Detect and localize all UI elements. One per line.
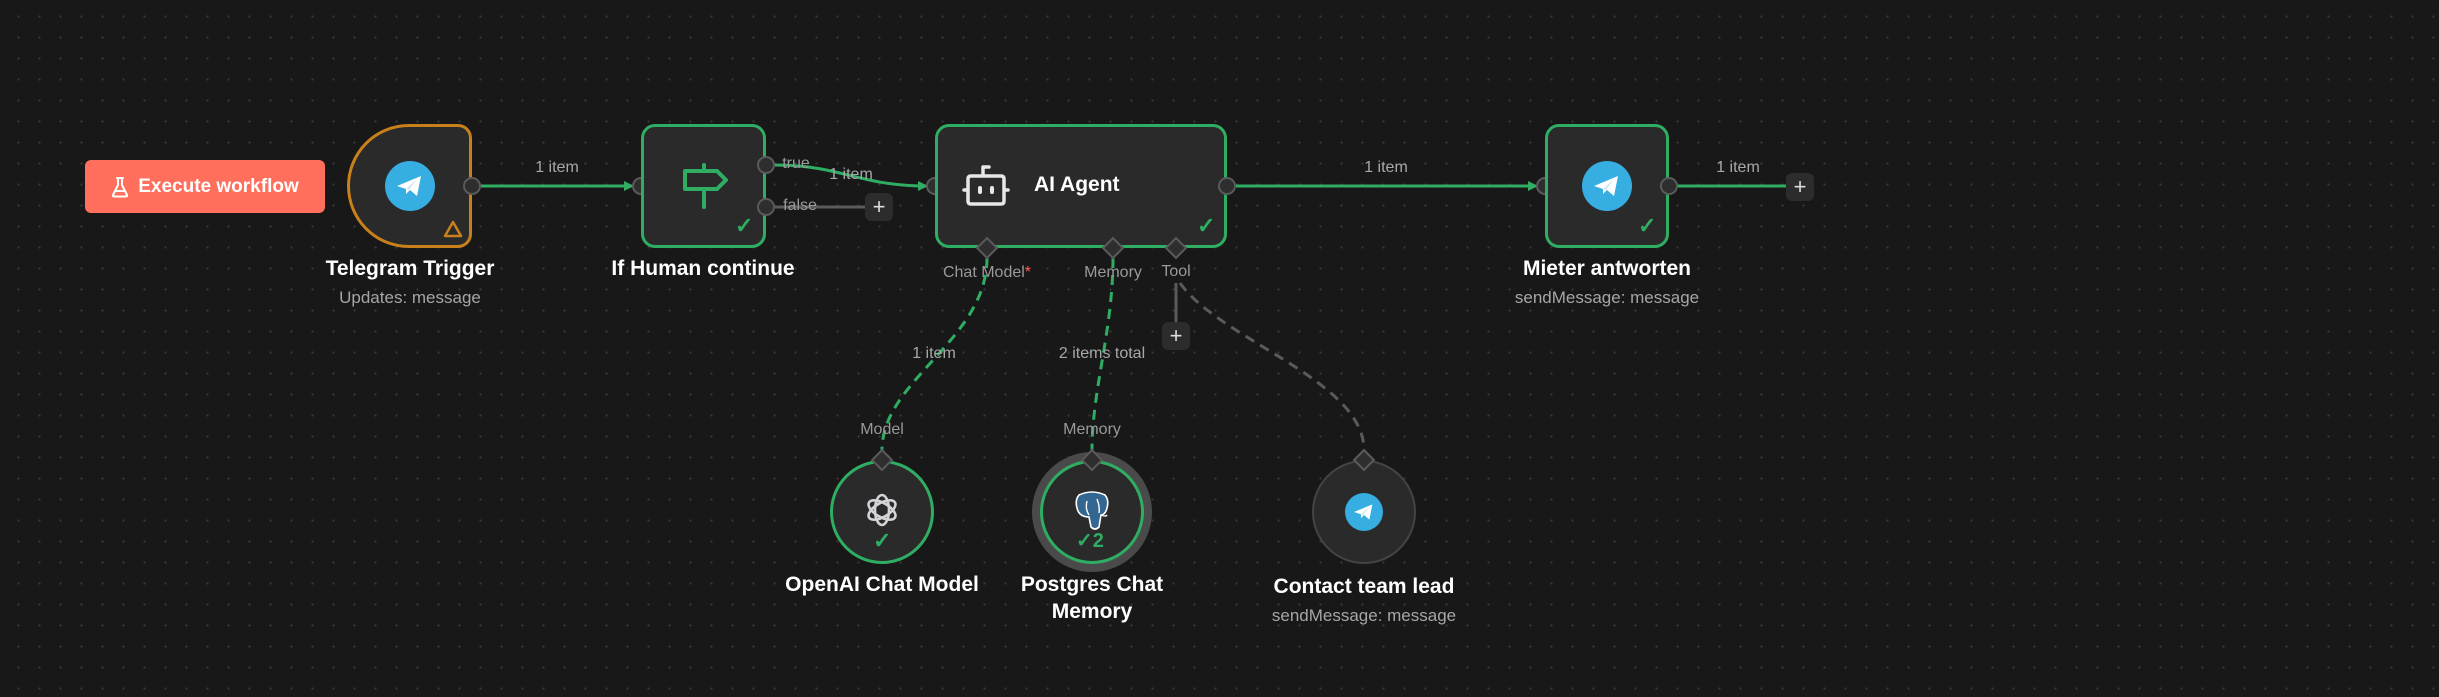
node-title: Mieter antworten	[1522, 257, 1692, 280]
node-subtitle: Updates: message	[339, 288, 481, 307]
execute-workflow-label: Execute workflow	[138, 175, 299, 197]
node-openai-chat-model[interactable]	[830, 460, 934, 564]
handle-label-memory-in: Memory	[1063, 421, 1121, 438]
node-title: AI Agent	[1034, 173, 1120, 196]
warning-icon	[443, 220, 463, 238]
output-port[interactable]	[1660, 177, 1678, 195]
node-ai-agent[interactable]	[935, 124, 1227, 248]
add-tool-button[interactable]: +	[1162, 322, 1190, 350]
handle-label-memory: Memory	[1084, 264, 1142, 281]
node-title: Contact team lead	[1273, 575, 1455, 598]
edge-label: 2 items total	[1058, 345, 1146, 362]
node-if-human-continue[interactable]	[641, 124, 766, 248]
run-count-badge: ✓2	[1076, 528, 1104, 553]
telegram-icon	[1582, 161, 1632, 211]
handle-label-model: Model	[860, 421, 904, 438]
robot-icon	[962, 165, 1010, 206]
execute-workflow-button[interactable]: Execute workflow	[85, 160, 325, 213]
output-label-true: true	[782, 155, 810, 172]
node-title: If Human continue	[611, 257, 795, 280]
output-port[interactable]	[463, 177, 481, 195]
edge-label: 1 item	[829, 166, 873, 183]
success-check-icon: ✓	[1076, 530, 1093, 552]
add-node-false-button[interactable]: +	[865, 193, 893, 221]
node-subtitle: sendMessage: message	[1514, 288, 1700, 307]
edge-memory-to-agent[interactable]	[1090, 257, 1115, 451]
signpost-icon	[683, 163, 728, 209]
success-check-icon: ✓	[735, 213, 754, 238]
handle-label-chat-model: Chat Model*	[943, 264, 1031, 282]
telegram-icon	[385, 161, 435, 211]
success-check-icon: ✓	[873, 528, 892, 553]
telegram-icon	[1345, 493, 1383, 531]
output-port-true[interactable]	[757, 156, 775, 174]
output-port-false[interactable]	[757, 198, 775, 216]
node-title: Telegram Trigger	[325, 257, 495, 280]
success-check-icon: ✓	[1638, 213, 1657, 238]
edge-tool-to-contact[interactable]	[1178, 282, 1366, 451]
output-label-false: false	[783, 197, 817, 214]
edge-label: 1 item	[535, 159, 579, 176]
edge-if-true-to-agent[interactable]	[774, 163, 928, 191]
node-title-line2: Memory	[1051, 600, 1133, 623]
add-node-button[interactable]: +	[1786, 173, 1814, 201]
node-subtitle: sendMessage: message	[1271, 606, 1457, 625]
run-count: 2	[1092, 530, 1104, 552]
openai-icon	[867, 493, 897, 527]
flask-icon	[112, 176, 129, 197]
required-marker: *	[1024, 264, 1032, 281]
chat-model-label: Chat Model	[942, 264, 1025, 281]
node-title: OpenAI Chat Model	[785, 573, 979, 596]
node-title-line1: Postgres Chat	[1020, 573, 1164, 596]
success-check-icon: ✓	[1197, 213, 1216, 238]
edge-label: 1 item	[1364, 159, 1408, 176]
output-port[interactable]	[1218, 177, 1236, 195]
handle-label-tool: Tool	[1161, 263, 1191, 280]
postgres-elephant-icon	[1075, 491, 1109, 530]
edge-label: 1 item	[1716, 159, 1760, 176]
edge-label: 1 item	[912, 345, 956, 362]
